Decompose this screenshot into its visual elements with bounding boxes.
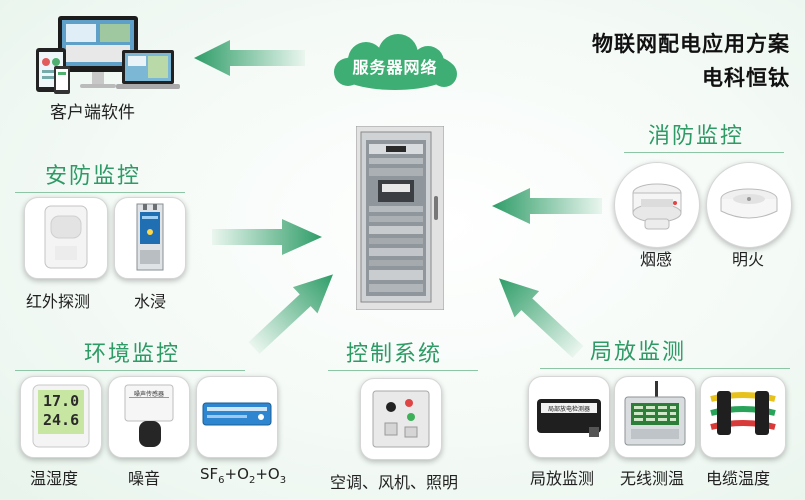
arrow-fire-to-cabinet [492,188,602,224]
arrow-environment-to-cabinet [248,274,333,354]
discharge-divider [540,368,790,369]
security-divider [15,192,185,193]
arrow-discharge-to-cabinet [499,278,584,358]
pd-detector-image: 局部放电检测器 [528,376,610,458]
arrow-cloud-to-client [194,40,305,76]
temp-humidity-label: 温湿度 [30,469,79,488]
flame-detector-image [706,162,792,248]
noise-sensor-text: 噪声传感器 [133,391,164,398]
control-section-title: 控制系统 [346,342,443,367]
wireless-temp-image [614,376,696,458]
cloud-label: 服务器网络 [352,58,438,77]
distribution-cabinet [356,126,444,310]
server-network-cloud: 服务器网络 [326,34,464,96]
water-sensor-label: 水浸 [134,292,167,311]
smoke-detector-label: 烟感 [640,250,673,269]
control-box-image [360,378,442,460]
security-section-title: 安防监控 [45,164,142,189]
control-items-label: 空调、风机、照明 [330,473,459,492]
pd-detector-label: 局放监测 [530,469,595,488]
noise-label: 噪音 [128,469,161,488]
flame-detector-label: 明火 [732,250,765,269]
noise-sensor-image: 噪声传感器 [108,376,190,458]
fire-section-title: 消防监控 [648,124,745,149]
environment-section-title: 环境监控 [84,342,181,367]
wireless-temp-label: 无线测温 [620,469,685,488]
cable-temp-image [700,376,786,458]
company-name: 电科恒钛 [702,66,790,90]
main-title: 物联网配电应用方案 [592,32,790,56]
fire-divider [624,152,784,153]
pd-detector-text: 局部放电检测器 [547,406,590,413]
client-software-label: 客户端软件 [50,103,135,123]
water-sensor-image [114,197,186,279]
thermo-hum-readout: 24.6 [43,411,80,429]
discharge-section-title: 局放监测 [590,340,687,365]
infrared-detector-image [24,197,108,279]
gas-sensor-image [196,376,278,458]
thermo-temp-readout: 17.0 [43,392,80,410]
smoke-detector-image [614,162,700,248]
gas-label: SF6+O2+O3 [200,465,287,486]
cable-temp-label: 电缆温度 [706,469,771,488]
control-divider [328,370,478,371]
environment-divider [15,370,245,371]
arrow-security-to-cabinet [212,219,322,255]
temp-humidity-sensor-image: 17.0 24.6 [20,376,102,458]
client-devices-illustration [30,12,180,102]
infrared-detector-label: 红外探测 [26,292,91,311]
